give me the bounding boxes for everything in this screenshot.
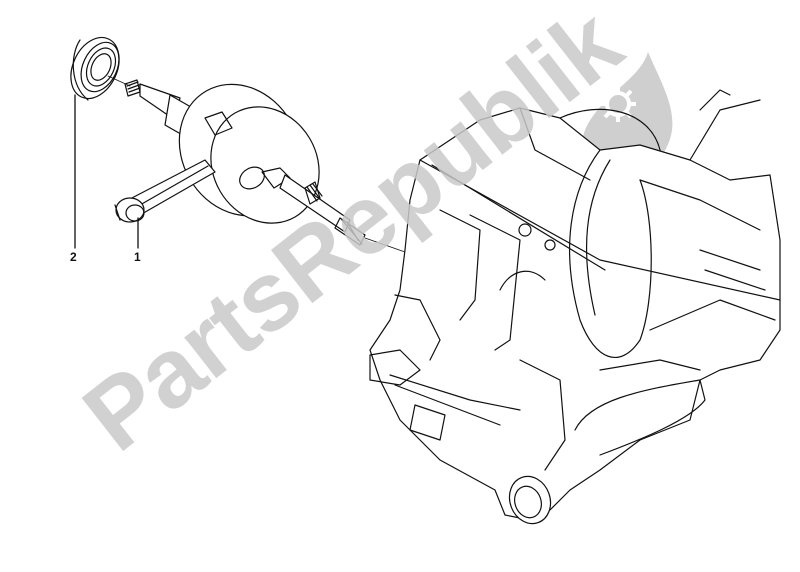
crankcase-part <box>369 89 781 525</box>
callout-1: 1 <box>134 250 141 264</box>
callout-2: 2 <box>70 250 77 264</box>
bearing-part <box>70 36 120 101</box>
crankshaft-part <box>107 75 406 253</box>
